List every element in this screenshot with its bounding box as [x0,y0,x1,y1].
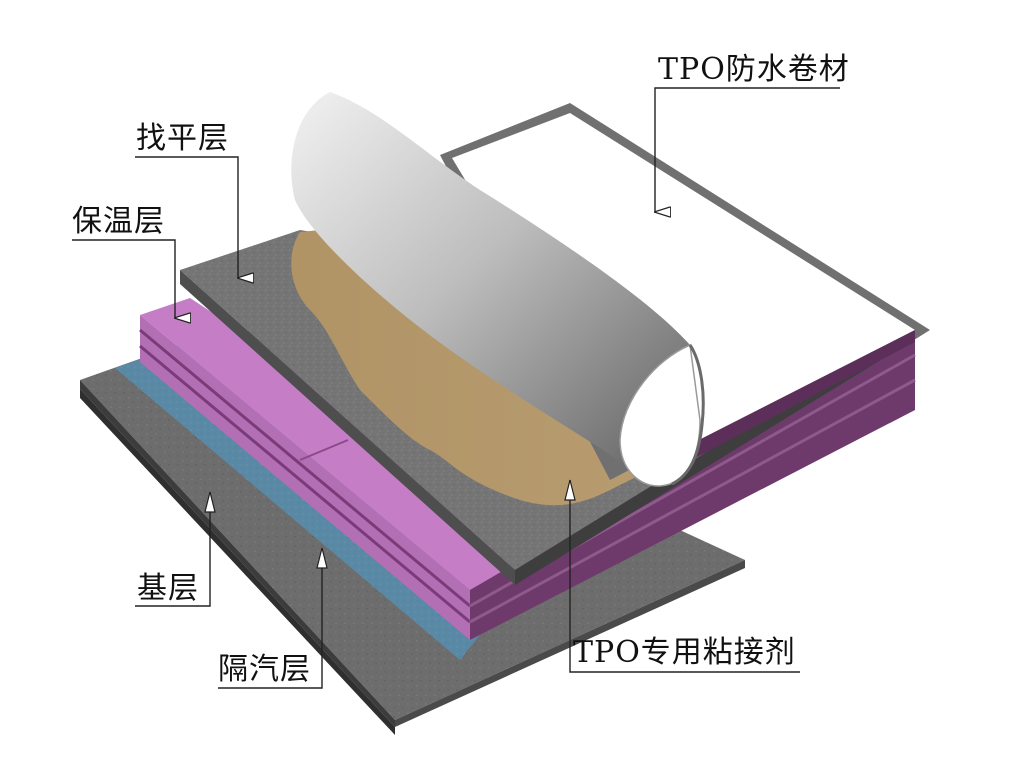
membrane-right-edge [640,330,915,482]
membrane-top [452,113,915,470]
insulation-band-2 [139,344,471,624]
arrow-adhesive [564,479,576,501]
roll-body [291,92,700,475]
leader-insulation [72,239,175,318]
roll-end-shadow [671,344,705,486]
leader-adhesive [569,480,800,673]
label-leveling-layer: 找平层 [136,121,229,156]
label-vapor-barrier: 隔汽层 [218,652,311,687]
label-base-layer: 基层 [137,571,199,606]
insulation-seam [299,439,349,461]
arrow-base [204,491,216,513]
insulation-right-band-2 [469,378,916,624]
leveling-front-face [180,270,515,585]
base-front-face [80,389,395,735]
label-tpo-membrane: TPO防水卷材 [658,52,850,87]
membrane-roll [291,92,705,487]
base-left-side [80,380,395,727]
insulation-band-1 [139,328,471,608]
arrow-vapor [316,547,328,569]
leader-arrowheads-up [204,479,576,569]
leader-vapor [218,548,323,689]
insulation-front-face [140,315,470,640]
leader-leveling [135,156,238,278]
label-tpo-adhesive: TPO专用粘接剂 [573,635,796,670]
leader-lines [72,87,840,689]
label-insulation-layer: 保温层 [72,204,165,239]
leader-base [135,492,211,607]
leader-tpo-membrane [655,87,840,212]
